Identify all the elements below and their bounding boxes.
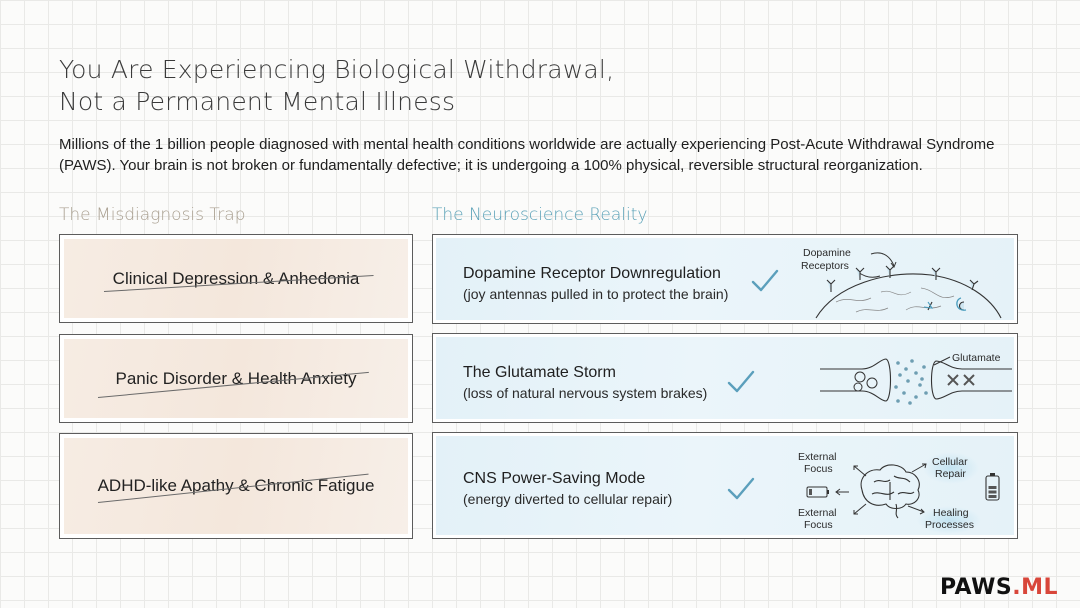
external-focus-label: Focus <box>804 519 833 531</box>
misdiagnosis-label: Panic Disorder & Health Anxiety <box>115 368 357 388</box>
neuroscience-card-dopamine: Dopamine Receptor Downregulation (joy an… <box>432 234 1018 324</box>
card-background: ADHD-like Apathy & Chronic Fatigue <box>64 438 408 534</box>
dopamine-label: Dopamine <box>803 247 851 259</box>
card-title: The Glutamate Storm <box>463 364 616 381</box>
card-background: Panic Disorder & Health Anxiety <box>64 339 408 418</box>
cns-power-saving-illustration: External Focus External Focus Cellular R… <box>798 451 1000 534</box>
misdiagnosis-label: Clinical Depression & Anhedonia <box>112 268 360 288</box>
brand-logo: PAWS.ML <box>940 575 1058 600</box>
arrow-icon <box>835 488 849 496</box>
healing-processes-label: Healing <box>933 507 969 519</box>
presynaptic-neuron-icon <box>820 358 892 402</box>
misdiagnosis-card-depression: Clinical Depression & Anhedonia <box>59 234 413 323</box>
intro-paragraph: Millions of the 1 billion people diagnos… <box>59 136 995 174</box>
misdiagnosis-card-panic: Panic Disorder & Health Anxiety <box>59 334 413 423</box>
glutamate-label: Glutamate <box>952 352 1001 364</box>
battery-charging-icon <box>985 473 1000 501</box>
brain-icon <box>860 464 920 519</box>
card-text: The Glutamate Storm (loss of natural ner… <box>463 363 707 403</box>
card-title: Dopamine Receptor Downregulation <box>463 265 721 282</box>
neuroscience-heading: The Neuroscience Reality <box>432 205 648 225</box>
misdiagnosis-label: ADHD-like Apathy & Chronic Fatigue <box>97 476 375 495</box>
card-background: Clinical Depression & Anhedonia <box>64 239 408 318</box>
brand-name: PAWS <box>939 575 1013 600</box>
cellular-repair-label: Repair <box>935 468 966 480</box>
healing-processes-label: Processes <box>925 519 974 531</box>
card-subtitle: (energy diverted to cellular repair) <box>463 491 673 507</box>
cell-membrane-icon <box>815 273 1002 319</box>
card-background: CNS Power-Saving Mode (energy diverted t… <box>436 436 1014 535</box>
external-focus-label: External <box>798 451 837 463</box>
card-title: CNS Power-Saving Mode <box>463 470 646 487</box>
external-focus-label: Focus <box>804 463 833 475</box>
checkmark-icon <box>727 477 755 500</box>
misdiagnosis-heading: The Misdiagnosis Trap <box>59 205 246 225</box>
arrow-icon <box>870 252 895 267</box>
misdiagnosis-card-adhd: ADHD-like Apathy & Chronic Fatigue <box>59 433 413 539</box>
glutamate-particles <box>894 359 928 405</box>
card-subtitle: (joy antennas pulled in to protect the b… <box>463 286 729 302</box>
postsynaptic-neuron-icon <box>930 360 1012 400</box>
cellular-repair-label: Cellular <box>932 456 968 468</box>
card-text: CNS Power-Saving Mode (energy diverted t… <box>463 469 672 509</box>
dopamine-receptor-illustration: Dopamine Receptors <box>801 247 1002 319</box>
checkmark-icon <box>727 370 755 393</box>
card-background: The Glutamate Storm (loss of natural ner… <box>436 337 1014 419</box>
checkmark-icon <box>751 269 779 292</box>
title-line-2: Not a Permanent Mental Illness <box>59 87 456 116</box>
battery-low-icon <box>806 486 829 498</box>
card-subtitle: (loss of natural nervous system brakes) <box>463 385 708 401</box>
receptors-label: Receptors <box>801 260 849 272</box>
card-text: Dopamine Receptor Downregulation (joy an… <box>463 264 728 304</box>
blocked-x-icon <box>947 374 975 386</box>
card-background: Dopamine Receptor Downregulation (joy an… <box>436 238 1014 320</box>
neuroscience-card-glutamate: The Glutamate Storm (loss of natural ner… <box>432 333 1018 423</box>
page-title: You Are Experiencing Biological Withdraw… <box>59 54 819 118</box>
receptor-icon <box>826 265 979 311</box>
title-line-1: You Are Experiencing Biological Withdraw… <box>59 55 615 84</box>
brand-suffix: .ML <box>1012 575 1058 600</box>
neuroscience-card-cns: CNS Power-Saving Mode (energy diverted t… <box>432 432 1018 539</box>
external-focus-label: External <box>798 507 837 519</box>
synapse-illustration: Glutamate <box>820 352 1012 405</box>
